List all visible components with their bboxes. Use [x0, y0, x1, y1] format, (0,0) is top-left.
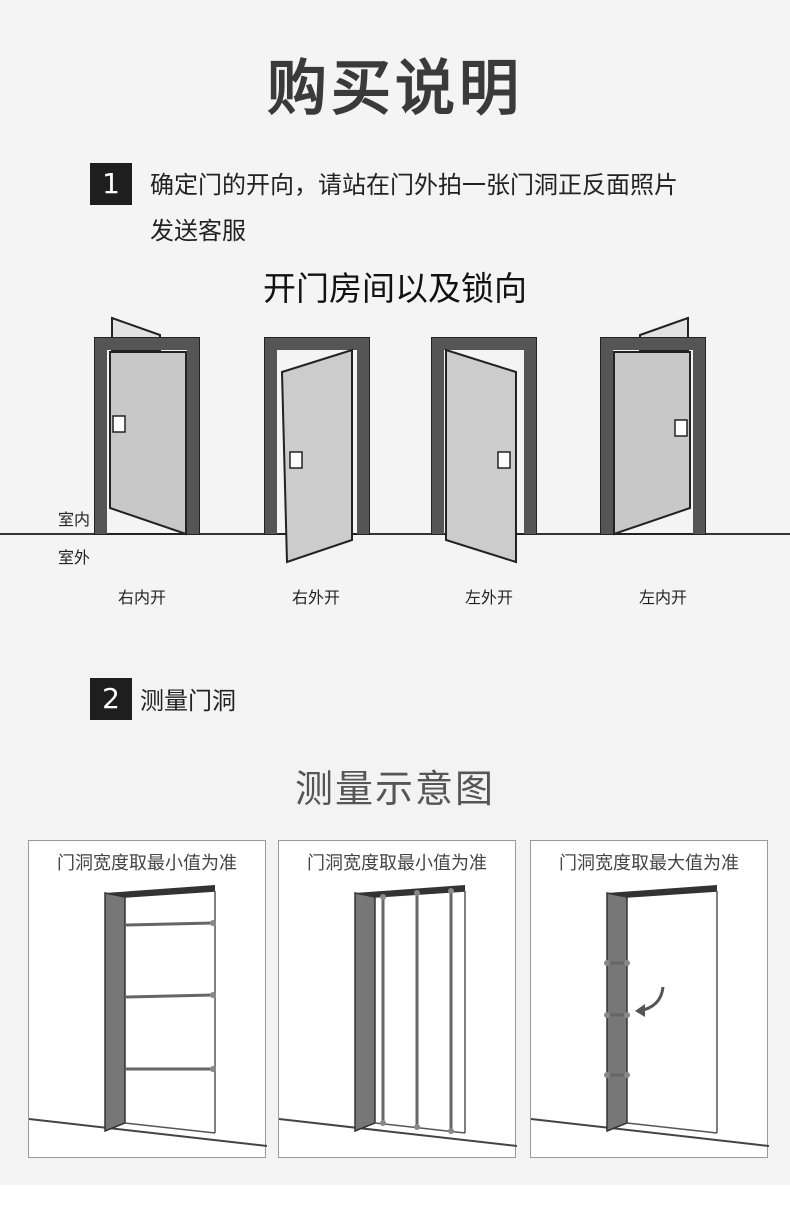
- step-2-badge: 2: [90, 678, 132, 720]
- panel-caption: 门洞宽度取最大值为准: [559, 853, 739, 874]
- door-handle-icon: [497, 451, 511, 469]
- door-label-left-outward: 左外开: [465, 588, 514, 607]
- door-label-right-inward: 右内开: [118, 588, 167, 607]
- door-left-inward: [600, 316, 706, 536]
- panel-caption: 门洞宽度取最小值为准: [307, 853, 487, 874]
- measure-diagram-3: [531, 885, 769, 1147]
- measure-panel-3: 门洞宽度取最大值为准: [530, 840, 769, 1158]
- door-handle-icon: [112, 415, 126, 433]
- page-title: 购买说明: [267, 54, 523, 124]
- door-right-outward: [264, 337, 370, 564]
- door-label-right-outward: 右外开: [292, 588, 341, 607]
- step-1-badge: 1: [90, 163, 132, 205]
- step-1-line-1: 确定门的开向，请站在门外拍一张门洞正反面照片: [150, 171, 678, 199]
- door-left-outward: [431, 337, 537, 564]
- door-handle-icon: [289, 451, 303, 469]
- door-illustrations: [0, 316, 790, 564]
- door-right-inward: [94, 316, 200, 536]
- panel-caption: 门洞宽度取最小值为准: [57, 853, 237, 874]
- measure-diagram-1: [29, 885, 267, 1147]
- measure-subtitle: 测量示意图: [294, 767, 495, 811]
- door-label-left-inward: 左内开: [639, 588, 688, 607]
- step-1-line-2: 发送客服: [150, 217, 246, 245]
- curved-arrow-icon: [635, 986, 665, 1017]
- measure-panel-2: 门洞宽度取最小值为准: [278, 840, 517, 1158]
- door-direction-subtitle: 开门房间以及锁向: [263, 269, 527, 308]
- door-handle-icon: [674, 419, 688, 437]
- section-door-direction: [0, 0, 790, 630]
- step-2-text: 测量门洞: [140, 687, 236, 715]
- measure-panel-1: 门洞宽度取最小值为准: [28, 840, 267, 1158]
- measure-diagram-2: [279, 885, 517, 1147]
- outdoor-label: 室外: [58, 548, 91, 567]
- indoor-label: 室内: [58, 510, 91, 529]
